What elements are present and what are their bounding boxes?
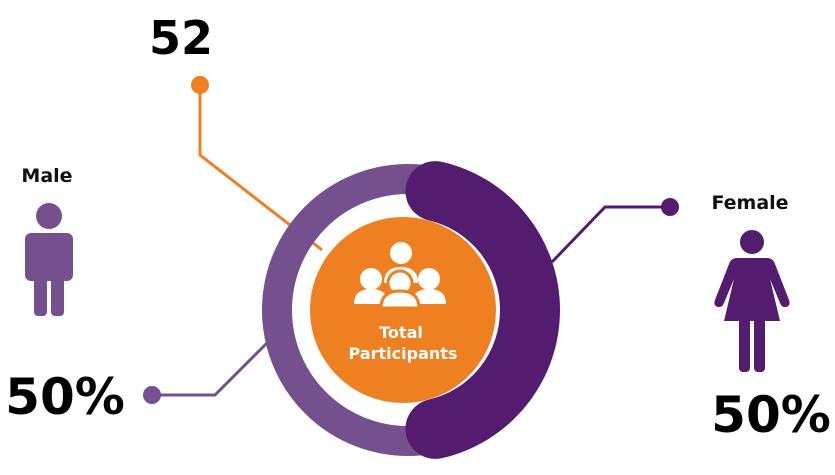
female-connector-dot	[661, 198, 679, 216]
center-label-line2: Participants	[349, 344, 458, 363]
total-connector-dot	[191, 76, 209, 94]
female-connector-line	[550, 205, 670, 264]
male-person-icon	[25, 203, 73, 316]
value-label-male: 50%	[5, 368, 125, 426]
legend-label-female: Female	[711, 192, 788, 214]
male-connector-line	[152, 340, 270, 397]
center-circle	[310, 217, 496, 403]
female-person-icon	[714, 230, 790, 372]
value-label-female: 50%	[711, 386, 831, 444]
male-connector-dot	[143, 386, 161, 404]
center-label-line1: Total	[379, 323, 423, 342]
total-connector-line	[198, 85, 323, 252]
donut-segment-female	[405, 161, 560, 459]
group-people-icon	[354, 242, 446, 310]
legend-label-male: Male	[21, 165, 72, 187]
total-value: 52	[149, 11, 213, 65]
